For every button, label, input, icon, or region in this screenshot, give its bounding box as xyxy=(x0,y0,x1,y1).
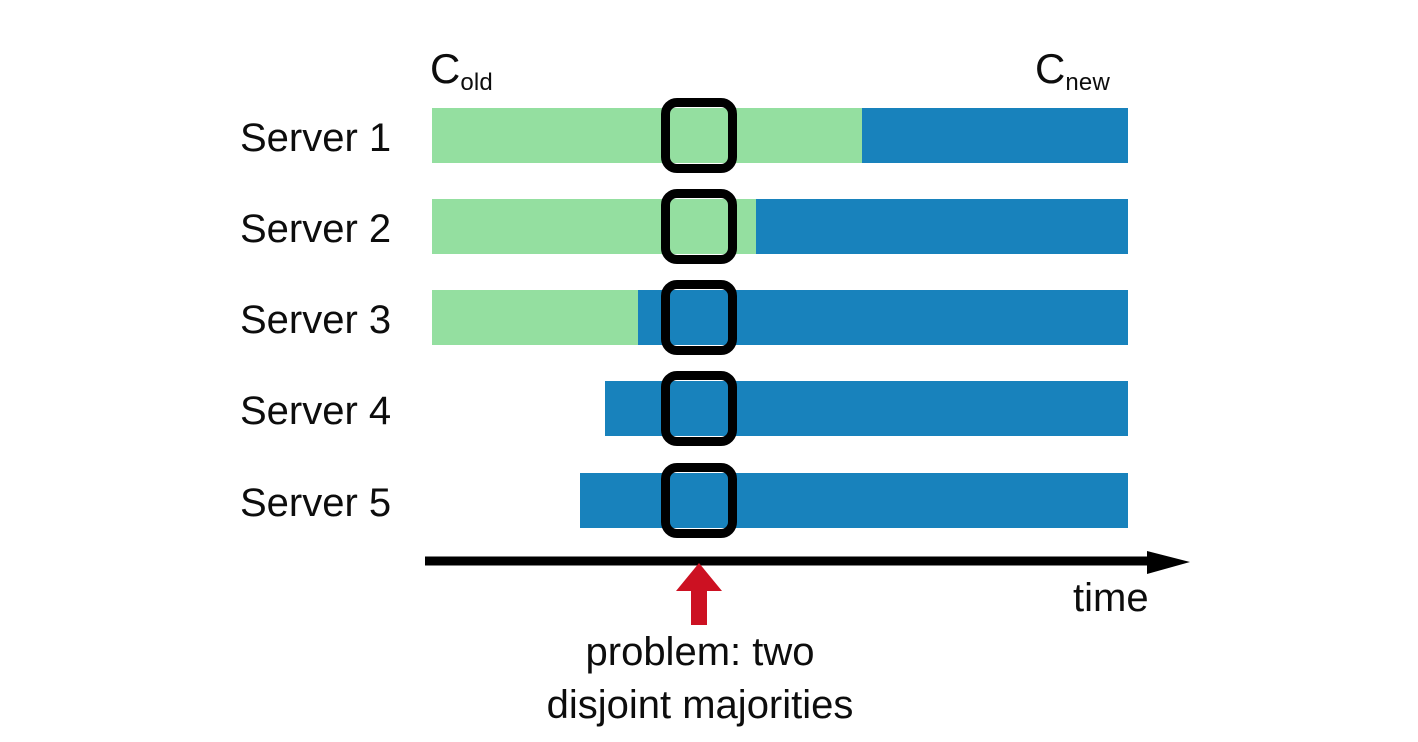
segment-new-server-4 xyxy=(605,381,1128,436)
c-new-subscript: new xyxy=(1065,69,1110,96)
c-old-base: C xyxy=(430,45,461,92)
label-c-old: Cold xyxy=(430,45,493,95)
time-axis-arrow-icon xyxy=(425,551,1190,574)
timeline-bar-server-4 xyxy=(605,381,1128,436)
problem-annotation: problem: two disjoint majorities xyxy=(430,626,970,732)
problem-annotation-line-2: disjoint majorities xyxy=(546,682,854,727)
server-label-4: Server 4 xyxy=(240,389,392,433)
segment-old-server-1 xyxy=(432,108,862,163)
server-label-3: Server 3 xyxy=(240,298,392,342)
segment-old-server-2 xyxy=(432,199,756,254)
segment-old-server-3 xyxy=(432,290,638,345)
server-label-5: Server 5 xyxy=(240,481,392,525)
timeline-bar-server-5 xyxy=(580,473,1128,528)
marker-box-server-1 xyxy=(661,98,737,173)
c-old-subscript: old xyxy=(460,69,493,96)
timeline-bar-server-3 xyxy=(432,290,1128,345)
segment-new-server-5 xyxy=(580,473,1128,528)
server-label-1: Server 1 xyxy=(240,116,392,160)
problem-arrow-up-icon xyxy=(676,563,722,625)
timeline-bar-server-2 xyxy=(432,199,1128,254)
c-new-base: C xyxy=(1035,45,1066,92)
marker-box-server-3 xyxy=(661,280,737,355)
timeline-bar-server-1 xyxy=(432,108,1128,163)
label-c-new: Cnew xyxy=(1035,45,1110,95)
marker-box-server-5 xyxy=(661,463,737,538)
marker-box-server-4 xyxy=(661,371,737,446)
segment-new-server-1 xyxy=(862,108,1128,163)
segment-new-server-3 xyxy=(638,290,1128,345)
time-axis-label: time xyxy=(1073,576,1149,620)
segment-new-server-2 xyxy=(756,199,1128,254)
server-label-2: Server 2 xyxy=(240,207,392,251)
problem-annotation-line-1: problem: two xyxy=(585,630,815,674)
marker-box-server-2 xyxy=(661,189,737,264)
